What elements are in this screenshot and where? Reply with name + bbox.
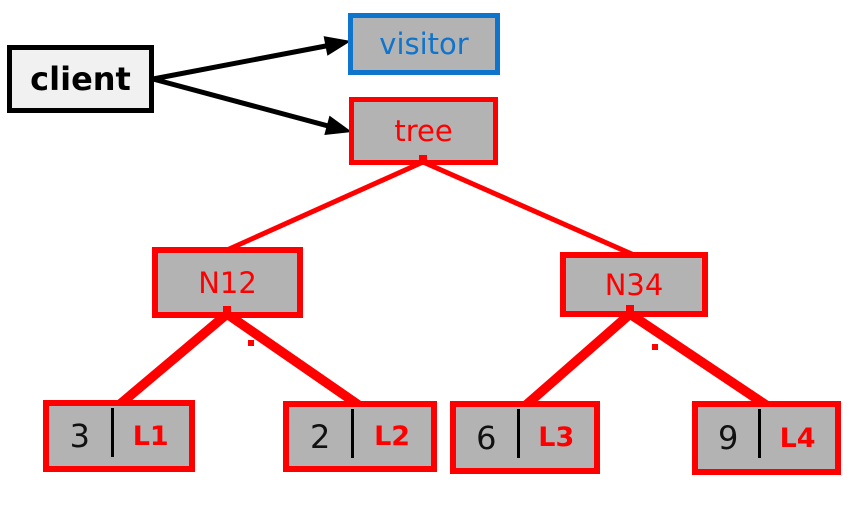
leaf-value: 3 (69, 417, 90, 455)
edge-anchor-stub-tree (419, 155, 427, 163)
edge-anchor-stub-n12 (223, 306, 231, 314)
edge-n12-l1 (115, 310, 231, 409)
leaf-label: L4 (779, 422, 816, 454)
leaf-node-l2: 2 L2 (283, 401, 437, 472)
client-label: client (30, 60, 131, 98)
edge-n34-l3 (521, 310, 634, 410)
edge-n12-l2 (224, 310, 363, 410)
leaf-label: L1 (132, 420, 169, 452)
arrowhead-icon (323, 36, 351, 56)
leaf-value: 6 (476, 418, 497, 457)
edge-n34-l4 (627, 310, 769, 409)
leaf-label: L3 (538, 422, 575, 453)
edge-tree-n12 (225, 159, 425, 253)
leaf-label: L2 (374, 421, 411, 452)
n12-label: N12 (198, 265, 257, 300)
leaf-divider (758, 409, 762, 458)
arrow-client-to-visitor (152, 36, 351, 82)
leaf-divider (351, 409, 355, 458)
edge-anchor-stub-n34 (626, 305, 634, 313)
dot-under-n12 (248, 340, 254, 346)
leaf-node-l1: 3 L1 (43, 400, 195, 472)
edge-tree-n34 (421, 159, 636, 258)
leaf-node-l3: 6 L3 (450, 401, 600, 474)
leaf-node-l4: 9 L4 (692, 401, 841, 475)
tree-root-node: tree (349, 97, 498, 165)
visitor-label: visitor (379, 27, 469, 61)
internal-node-n34: N34 (560, 252, 708, 317)
n34-label: N34 (604, 267, 664, 302)
tree-label: tree (394, 114, 453, 148)
leaf-value: 2 (310, 417, 331, 456)
leaf-divider (516, 409, 520, 458)
visitor-node: visitor (348, 13, 500, 75)
dot-under-n34 (652, 344, 658, 350)
leaf-value: 9 (717, 419, 739, 457)
leaf-divider (110, 408, 114, 457)
arrowhead-icon (324, 115, 352, 135)
client-node: client (7, 45, 154, 113)
arrow-client-to-tree (152, 76, 352, 135)
